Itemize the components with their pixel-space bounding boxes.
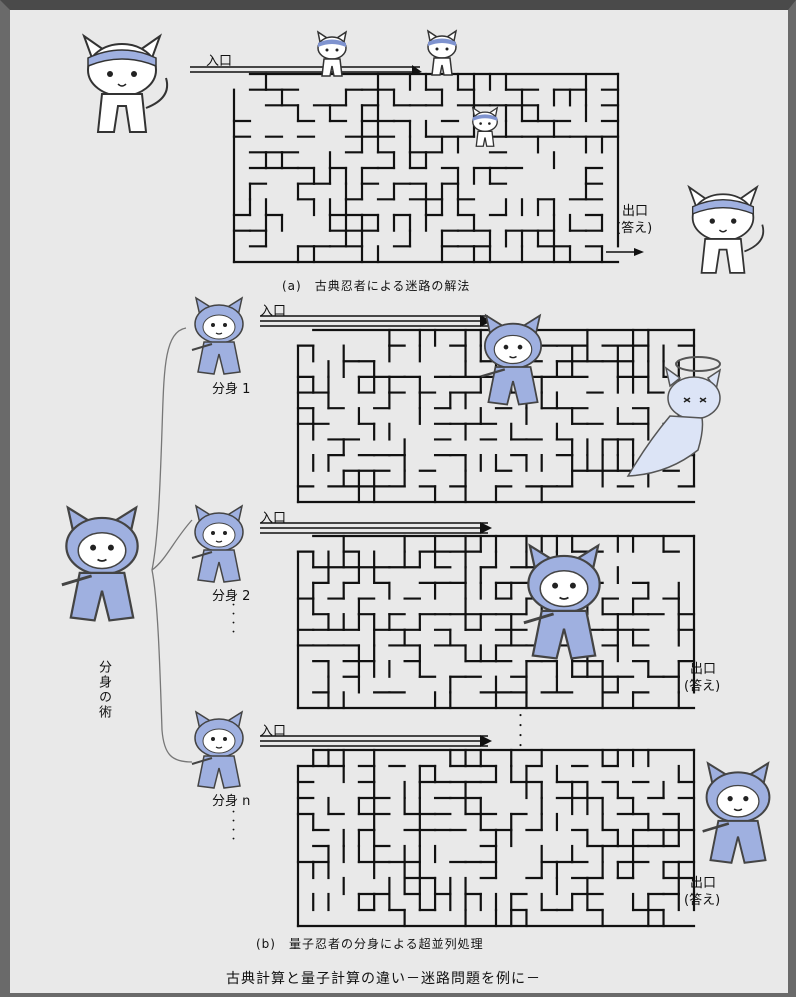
clone-1-label: 分身 1 — [212, 378, 250, 397]
clone-ninja-in-maze-1 — [472, 306, 554, 414]
clone-ellipsis-1: ・・・・ — [228, 600, 235, 636]
classical-ninja-lost — [420, 28, 464, 78]
maze-b2 — [296, 534, 696, 710]
maze-a — [232, 72, 620, 264]
clone-ninja-in-maze-2 — [512, 532, 616, 672]
clone-ninja-n — [184, 708, 254, 792]
exit-arrow-a — [606, 246, 646, 262]
caption-b: (b) 量子忍者の分身による超並列処理 — [256, 935, 484, 952]
figure-canvas: 入口 出口 (答え) (a) 古典忍者による迷路の解法 入口 入口 出口 — [10, 10, 788, 993]
clone-ninja-exit — [692, 758, 784, 868]
answer-label-b2: (答え) — [684, 675, 720, 694]
maze-a-walls — [234, 74, 618, 262]
classical-ninja-exit — [660, 180, 786, 280]
classical-ninja-start — [62, 28, 182, 140]
figure-title: 古典計算と量子計算の違い－迷路問題を例に－ — [226, 968, 541, 988]
clone-technique-label: 分身の術 — [94, 660, 113, 720]
quantum-ninja-main — [50, 500, 154, 628]
classical-ninja-walking — [310, 30, 354, 78]
clone-ninja-1 — [184, 294, 254, 378]
maze-ellipsis: ・・・・ — [514, 710, 522, 750]
maze-b3 — [296, 748, 696, 928]
maze-b3-walls — [298, 750, 694, 926]
ghost-ninja — [608, 346, 732, 486]
maze-b2-walls — [298, 536, 694, 708]
clone-ninja-2 — [184, 502, 254, 586]
answer-label-a: (答え) — [616, 217, 652, 236]
answer-label-b3: (答え) — [684, 889, 720, 908]
classical-ninja-inside — [465, 106, 505, 148]
caption-a: (a) 古典忍者による迷路の解法 — [282, 277, 470, 294]
clone-ellipsis-2: ・・・・ — [228, 807, 235, 843]
